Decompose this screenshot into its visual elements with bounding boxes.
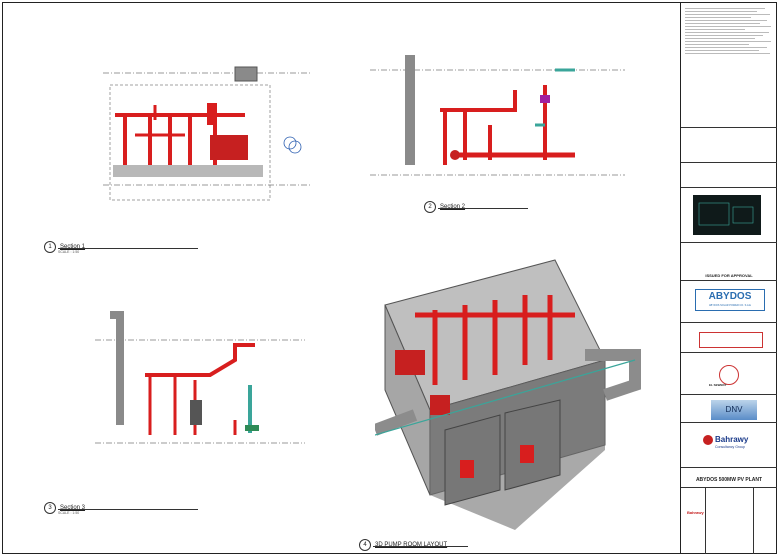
section-3-callout: 3 Section 3 SCALE : 1:50 xyxy=(44,502,198,515)
project-name: ABYDOS 500MW PV PLANT xyxy=(695,477,763,483)
revision-table xyxy=(681,242,777,270)
bahrawy-subtitle: Consultancy Group xyxy=(715,445,745,449)
status-label: ISSUED FOR APPROVAL xyxy=(705,273,753,278)
view-scale: SCALE : 1:50 xyxy=(58,511,80,515)
title-underline xyxy=(373,546,468,547)
view-number: 3 xyxy=(44,502,56,514)
view-title: 3D PUMP ROOM LAYOUT xyxy=(375,542,448,548)
view-number: 2 xyxy=(424,201,436,213)
consultant-section: Bahrawy Consultancy Group xyxy=(681,422,777,467)
owner-engineer-section: DNV xyxy=(681,394,777,422)
view-number: 4 xyxy=(359,539,371,551)
section-2-callout: 2 Section 2 xyxy=(424,201,528,213)
sub-contractor-section: EL SEWEDY xyxy=(681,352,777,394)
key-plan-section xyxy=(681,187,777,242)
general-notes xyxy=(685,8,773,56)
title-underline xyxy=(58,509,198,510)
project-section: ABYDOS 500MW PV PLANT xyxy=(681,467,777,487)
abydos-logo: ABYDOS ABYDOS SOLAR POWER CO. S.A.E xyxy=(695,289,765,311)
contractor-logo xyxy=(699,332,763,348)
title-block: ISSUED FOR APPROVAL ABYDOS ABYDOS SOLAR … xyxy=(680,2,777,554)
section-1-drawing xyxy=(95,65,335,215)
3d-layout-callout: 4 3D PUMP ROOM LAYOUT xyxy=(359,539,468,551)
el-sewedy-icon xyxy=(719,365,739,385)
view-title: Section 2 xyxy=(440,204,466,210)
el-sewedy-label: EL SEWEDY xyxy=(709,383,727,387)
contractor-section xyxy=(681,322,777,352)
view-title: Section 1 xyxy=(60,244,86,250)
coordination-section xyxy=(681,162,777,187)
title-underline xyxy=(58,248,198,249)
drawing-info-table: Bahrawy xyxy=(681,487,777,554)
legend-section xyxy=(681,127,777,162)
title-underline xyxy=(438,208,528,209)
section-2-drawing xyxy=(370,50,640,200)
3d-pump-room-layout xyxy=(375,255,645,540)
section-3-drawing xyxy=(85,305,315,455)
view-number: 1 xyxy=(44,241,56,253)
view-title: Section 3 xyxy=(60,505,86,511)
dnv-logo: DNV xyxy=(711,400,757,420)
bahrawy-logo: Bahrawy xyxy=(715,435,749,444)
bahrawy-icon xyxy=(703,435,713,445)
bahrawy-small-logo: Bahrawy xyxy=(687,510,704,515)
view-scale: SCALE : 1:50 xyxy=(58,250,80,254)
section-1-callout: 1 Section 1 SCALE : 1:50 xyxy=(44,241,198,254)
client-section: ABYDOS ABYDOS SOLAR POWER CO. S.A.E xyxy=(681,280,777,322)
key-plan-thumbnail xyxy=(693,195,761,235)
